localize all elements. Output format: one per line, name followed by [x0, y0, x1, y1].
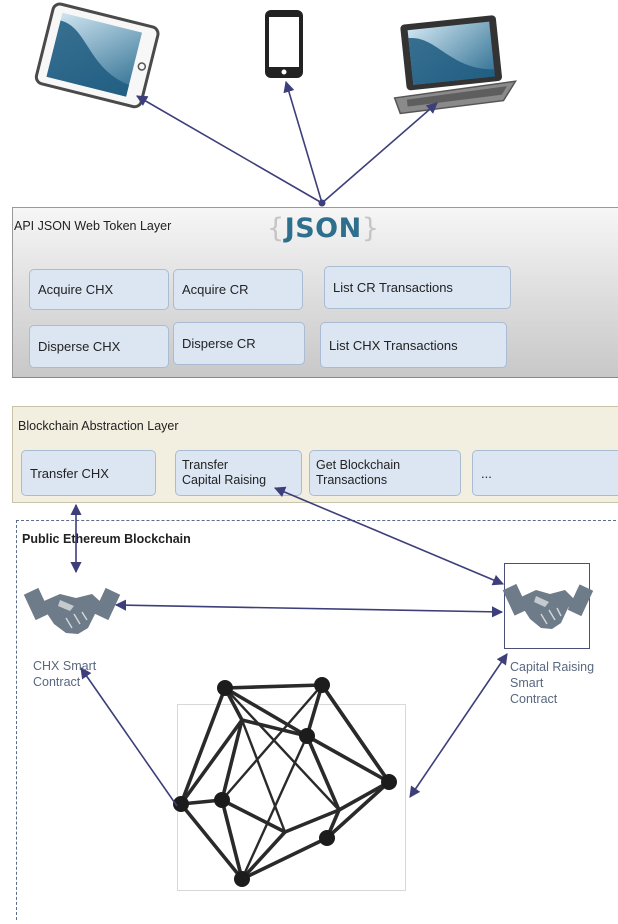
network-nodes	[173, 677, 397, 887]
more-functions-button[interactable]: ...	[472, 450, 618, 496]
acquire-cr-button[interactable]: Acquire CR	[173, 269, 303, 310]
list-cr-transactions-button[interactable]: List CR Transactions	[324, 266, 511, 309]
json-logo-word: JSON	[284, 213, 362, 244]
chx-handshake-icon	[23, 587, 121, 634]
transfer-capital-raising-button[interactable]: Transfer Capital Raising	[175, 450, 302, 496]
json-logo: {JSON}	[267, 213, 379, 244]
blockchain-network-icon	[179, 683, 391, 881]
get-blockchain-transactions-line1: Get Blockchain	[316, 458, 401, 472]
json-logo-open-brace: {	[267, 213, 285, 244]
chx-contract-line1: CHX Smart	[33, 659, 97, 673]
blockchain-connectors	[70, 486, 508, 807]
chx-contract-line2: Contract	[33, 675, 81, 689]
api-layer-title: API JSON Web Token Layer	[14, 219, 172, 233]
ethereum-blockchain-title: Public Ethereum Blockchain	[22, 532, 191, 546]
list-chx-transactions-label: List CHX Transactions	[329, 337, 458, 353]
more-functions-label: ...	[481, 465, 492, 481]
get-blockchain-transactions-line2: Transactions	[316, 473, 388, 487]
acquire-chx-button[interactable]: Acquire CHX	[29, 269, 169, 310]
disperse-chx-label: Disperse CHX	[38, 339, 121, 354]
connector-hub	[318, 199, 326, 207]
chx-contract-label: CHX Smart Contract	[33, 658, 96, 690]
disperse-cr-button[interactable]: Disperse CR	[173, 322, 305, 365]
laptop-icon	[393, 15, 518, 115]
capital-raising-handshake-icon	[502, 583, 594, 629]
transfer-chx-label: Transfer CHX	[30, 465, 109, 481]
device-connectors	[136, 80, 438, 204]
json-logo-close-brace: }	[361, 213, 380, 244]
transfer-capital-raising-line1: Transfer	[182, 458, 229, 472]
transfer-capital-raising-line2: Capital Raising	[182, 473, 267, 487]
tablet-icon	[34, 2, 160, 109]
list-chx-transactions-button[interactable]: List CHX Transactions	[320, 322, 507, 368]
abstraction-layer-title: Blockchain Abstraction Layer	[18, 419, 179, 433]
list-cr-transactions-label: List CR Transactions	[333, 280, 453, 295]
disperse-chx-button[interactable]: Disperse CHX	[29, 325, 169, 368]
smartphone-icon	[265, 10, 303, 78]
capital-raising-contract-label: Capital Raising Smart Contract	[510, 659, 594, 707]
capital-raising-contract-line1: Capital Raising	[510, 660, 595, 674]
capital-raising-contract-line3: Contract	[510, 692, 558, 706]
disperse-cr-label: Disperse CR	[182, 336, 256, 351]
transfer-chx-button[interactable]: Transfer CHX	[21, 450, 156, 496]
acquire-cr-label: Acquire CR	[182, 282, 249, 297]
capital-raising-contract-line2: Smart	[510, 676, 544, 690]
acquire-chx-label: Acquire CHX	[38, 282, 114, 297]
